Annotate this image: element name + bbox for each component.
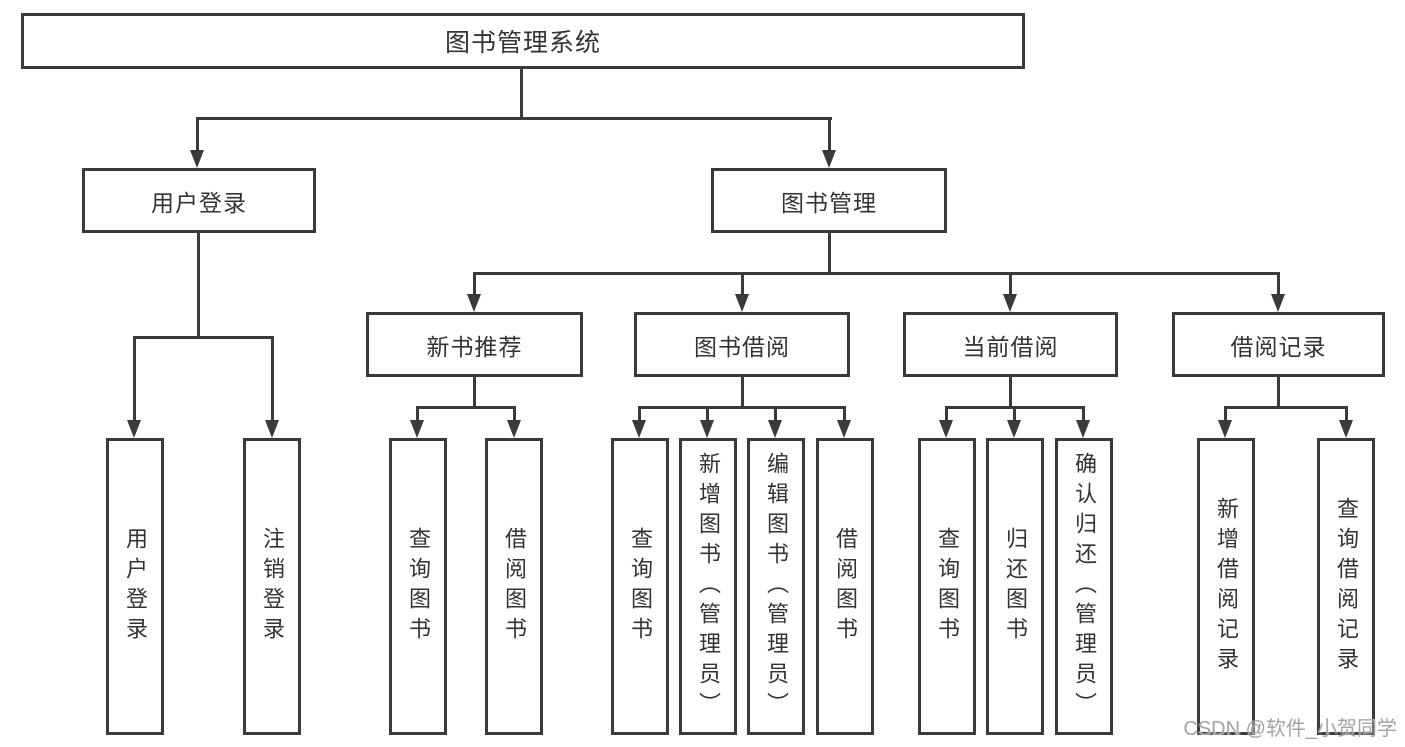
connector-line [741, 275, 744, 296]
leaf-add-borrow-record-label: 新增借阅记录 [1214, 496, 1239, 677]
arrowhead-icon [1003, 294, 1017, 312]
leaf-query-book-current-label: 查询图书 [935, 526, 960, 647]
connector-line [706, 409, 709, 423]
connector-line [1345, 409, 1348, 423]
arrowhead-icon [632, 420, 646, 438]
leaf-add-book-admin: 新增图书（管理员） [679, 438, 737, 735]
leaf-query-book-recommend: 查询图书 [389, 438, 447, 735]
connector-line [741, 377, 744, 409]
leaf-query-borrow-record: 查询借阅记录 [1317, 438, 1375, 735]
arrowhead-icon [700, 420, 714, 438]
arrowhead-icon [1271, 294, 1285, 312]
connector-line [473, 377, 476, 409]
node-borrow-record-label: 借阅记录 [1230, 333, 1327, 360]
leaf-query-book-borrow: 查询图书 [611, 438, 669, 735]
connector-line [1009, 275, 1012, 296]
leaf-add-borrow-record: 新增借阅记录 [1197, 438, 1255, 735]
arrowhead-icon [735, 294, 749, 312]
connector-line [828, 233, 831, 275]
arrowhead-icon [467, 294, 481, 312]
leaf-logout-label: 注销登录 [260, 526, 285, 647]
node-book-borrow: 图书借阅 [634, 312, 850, 377]
connector-line [1224, 409, 1227, 423]
connector-line [520, 68, 523, 120]
connector-line [638, 409, 641, 423]
connector-line [416, 406, 516, 409]
connector-line [774, 409, 777, 423]
leaf-logout: 注销登录 [243, 438, 301, 735]
connector-line [513, 409, 516, 423]
connector-line [473, 272, 1280, 275]
connector-line [843, 409, 846, 423]
leaf-query-borrow-record-label: 查询借阅记录 [1334, 496, 1359, 677]
leaf-confirm-return-admin-label: 确认归还（管理员） [1072, 451, 1097, 722]
arrowhead-icon [410, 420, 424, 438]
connector-line [271, 339, 274, 423]
node-user-login: 用户登录 [82, 168, 316, 233]
node-user-login-label: 用户登录 [151, 189, 247, 216]
leaf-user-login: 用户登录 [106, 438, 164, 735]
connector-line [133, 336, 274, 339]
arrowhead-icon [768, 420, 782, 438]
leaf-query-book-current: 查询图书 [918, 438, 976, 735]
leaf-borrow-book-recommend-label: 借阅图书 [502, 526, 527, 647]
leaf-borrow-book-recommend: 借阅图书 [485, 438, 543, 735]
leaf-user-login-label: 用户登录 [123, 526, 148, 647]
arrowhead-icon [127, 420, 141, 438]
connector-line [1277, 377, 1280, 409]
connector-line [1013, 409, 1016, 423]
connector-line [638, 406, 846, 409]
arrowhead-icon [1076, 420, 1090, 438]
node-book-borrow-label: 图书借阅 [694, 333, 790, 360]
connector-line [1277, 275, 1280, 296]
leaf-return-book-label: 归还图书 [1003, 526, 1028, 647]
node-new-book-recommend: 新书推荐 [366, 312, 583, 377]
arrowhead-icon [1218, 420, 1232, 438]
node-book-management-label: 图书管理 [781, 189, 877, 216]
connector-line [1224, 406, 1348, 409]
connector-line [828, 120, 831, 152]
connector-line [416, 409, 419, 423]
leaf-confirm-return-admin: 确认归还（管理员） [1055, 438, 1113, 735]
arrowhead-icon [507, 420, 521, 438]
connector-line [1082, 409, 1085, 423]
connector-line [197, 233, 200, 339]
arrowhead-icon [837, 420, 851, 438]
connector-line [473, 275, 476, 296]
connector-line [196, 117, 832, 120]
node-new-book-recommend-label: 新书推荐 [426, 333, 523, 360]
arrowhead-icon [1007, 420, 1021, 438]
arrowhead-icon [822, 150, 836, 168]
connector-line [133, 339, 136, 423]
leaf-edit-book-admin-label: 编辑图书（管理员） [764, 451, 789, 722]
leaf-borrow-book: 借阅图书 [816, 438, 874, 735]
node-current-borrow: 当前借阅 [903, 312, 1118, 377]
node-book-management: 图书管理 [711, 168, 947, 233]
leaf-query-book-recommend-label: 查询图书 [406, 526, 431, 647]
node-current-borrow-label: 当前借阅 [962, 333, 1059, 360]
connector-line [196, 120, 199, 152]
leaf-edit-book-admin: 编辑图书（管理员） [747, 438, 805, 735]
node-root-label: 图书管理系统 [444, 29, 601, 57]
connector-line [945, 406, 1085, 409]
leaf-add-book-admin-label: 新增图书（管理员） [696, 451, 721, 722]
connector-line [945, 409, 948, 423]
arrowhead-icon [190, 150, 204, 168]
arrowhead-icon [265, 420, 279, 438]
leaf-query-book-borrow-label: 查询图书 [628, 526, 653, 647]
csdn-watermark: CSDN @软件_小贺同学 [1183, 718, 1397, 740]
node-borrow-record: 借阅记录 [1172, 312, 1385, 377]
arrowhead-icon [939, 420, 953, 438]
connector-line [1009, 377, 1012, 409]
node-root: 图书管理系统 [21, 13, 1025, 69]
leaf-return-book: 归还图书 [986, 438, 1044, 735]
arrowhead-icon [1339, 420, 1353, 438]
leaf-borrow-book-label: 借阅图书 [833, 526, 858, 647]
